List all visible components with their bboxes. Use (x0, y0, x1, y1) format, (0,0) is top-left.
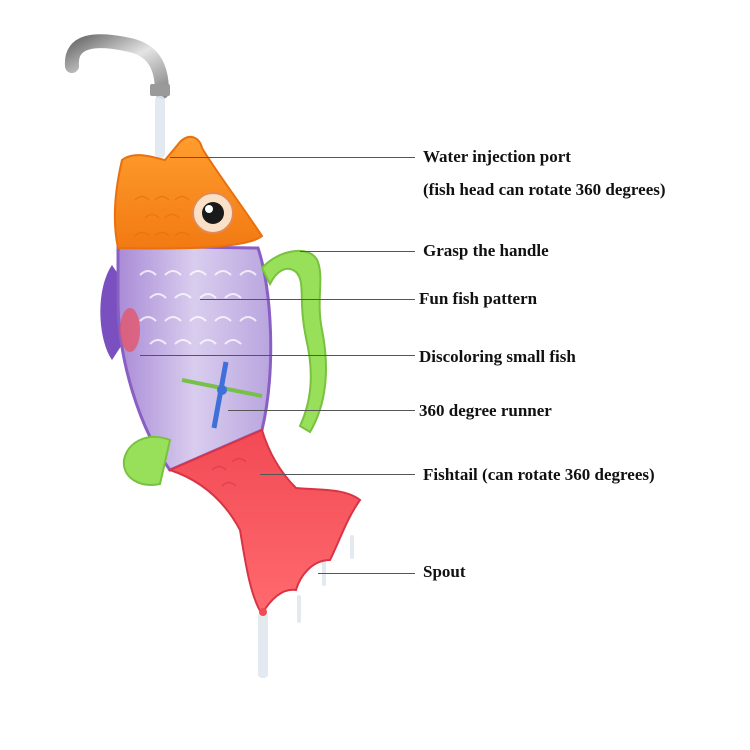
runner-360 (181, 361, 263, 429)
callout-discoloring-small-fish: Discoloring small fish (419, 347, 576, 366)
spout (259, 608, 267, 616)
leader-line-fun-fish-pattern (200, 299, 415, 300)
fish-head (113, 135, 264, 250)
leader-line-grasp-handle (300, 251, 415, 252)
callout-spout: Spout (423, 562, 466, 581)
callout-grasp-handle: Grasp the handle (423, 241, 549, 260)
callout-water-injection-port-note: (fish head can rotate 360 degrees) (423, 180, 666, 199)
callout-runner-360: 360 degree runner (419, 401, 552, 420)
fun-fish-pattern (139, 270, 257, 345)
callout-water-injection-port: Water injection port (423, 147, 571, 166)
faucet (64, 34, 170, 99)
leader-line-fishtail (260, 474, 415, 475)
discoloring-small-fish (120, 308, 140, 352)
callout-fun-fish-pattern: Fun fish pattern (419, 289, 538, 308)
leader-line-spout (318, 573, 415, 574)
leader-line-discoloring-small-fish (140, 355, 415, 356)
leader-line-runner-360 (228, 410, 415, 411)
callout-fishtail: Fishtail (can rotate 360 degrees) (423, 465, 655, 484)
grasp-handle (260, 249, 327, 434)
leader-line-water-injection-port (170, 157, 415, 158)
side-fin (122, 435, 172, 486)
fish-body (116, 244, 273, 472)
fishtail (167, 428, 362, 616)
